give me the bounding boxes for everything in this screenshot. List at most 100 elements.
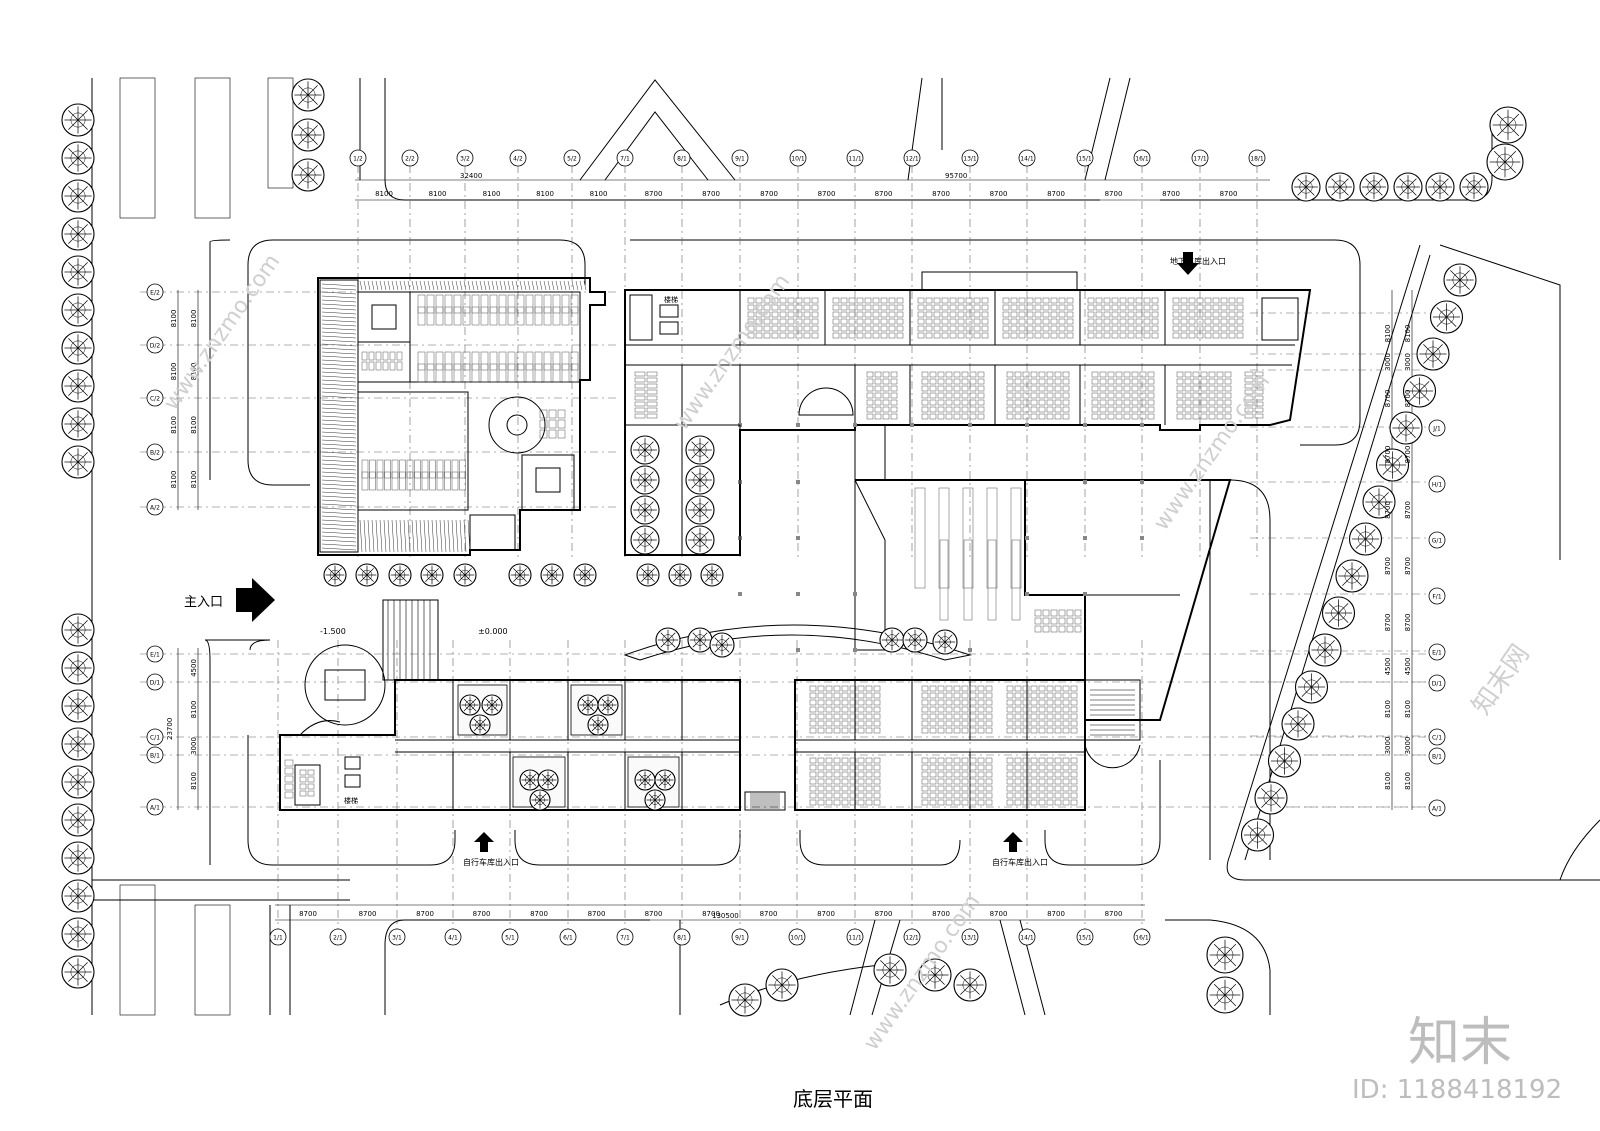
svg-text:13/1: 13/1: [963, 156, 977, 163]
axis-bubble-top: 5/2: [563, 149, 581, 167]
dim-right-span: 8700: [1404, 390, 1412, 408]
tree-icon: [61, 331, 95, 365]
axis-bubble-right: C/1: [1428, 728, 1446, 746]
svg-text:A/2: A/2: [150, 505, 160, 512]
axis-bubble-top: 10/1: [789, 149, 807, 167]
svg-text:10/1: 10/1: [790, 935, 804, 942]
svg-text:10/1: 10/1: [791, 156, 805, 163]
axis-bubble-bottom: 10/1: [788, 928, 806, 946]
tree-icon: [1321, 596, 1356, 630]
tree-icon: [323, 563, 347, 587]
tree-icon: [1308, 633, 1342, 667]
dim-bottom-total: 130500: [712, 912, 739, 920]
axis-bubble-left-upper: A/2: [146, 498, 164, 516]
courtyard-planters: [624, 424, 741, 556]
tree-icon: [291, 158, 325, 192]
tree-icon: [1459, 172, 1489, 202]
tree-icon: [1489, 106, 1527, 144]
svg-text:B/2: B/2: [150, 450, 160, 457]
dim-top-span: 8700: [645, 190, 663, 198]
svg-text:3/2: 3/2: [460, 156, 470, 163]
axis-bubble-top: 14/1: [1018, 149, 1036, 167]
tree-icon: [1348, 522, 1383, 556]
svg-text:1/1: 1/1: [273, 935, 283, 942]
svg-text:A/1: A/1: [150, 805, 160, 812]
axis-bubble-bottom: 12/1: [903, 928, 921, 946]
tree-icon: [61, 689, 95, 723]
axis-bubble-left-upper: C/2: [146, 389, 164, 407]
dim-bottom-span: 8700: [645, 910, 663, 918]
axis-bubble-right: B/1: [1428, 747, 1446, 765]
dim-left-upper-span: 8100: [170, 471, 178, 489]
axis-bubble-left-upper: B/2: [146, 443, 164, 461]
tree-icon: [1325, 172, 1355, 202]
main-entrance-label: 主入口: [184, 595, 223, 610]
dim-right-span: 8700: [1404, 614, 1412, 632]
tree-icon: [61, 369, 95, 403]
dim-left-upper-span: 8100: [190, 363, 198, 381]
axis-bubble-right: E/1: [1428, 643, 1446, 661]
axis-bubble-top: 7/1: [616, 149, 634, 167]
dim-bottom-span: 8700: [1105, 910, 1123, 918]
dim-top-span: 8700: [1220, 190, 1238, 198]
tree-icon: [1206, 976, 1244, 1014]
tree-icon: [1281, 707, 1315, 741]
classrooms-top: [634, 290, 1264, 425]
tree-icon: [587, 714, 609, 736]
dim-top-span: 8700: [760, 190, 778, 198]
svg-text:11/1: 11/1: [848, 156, 862, 163]
axis-bubble-bottom: 11/1: [846, 928, 864, 946]
elevation-low: -1.500: [320, 627, 346, 636]
dim-right-span: 8100: [1384, 325, 1392, 343]
tree-icon: [1294, 670, 1329, 704]
dim-top-span: 8700: [702, 190, 720, 198]
tree-icon: [1443, 263, 1477, 297]
svg-text:F/1: F/1: [1432, 594, 1441, 601]
annotations: 主入口 地下车库出入口 自行车库出入口 自行车库出入口 -1.500 ±0.00…: [184, 252, 1226, 1111]
classroom-desks-left: [361, 294, 579, 491]
axis-bubble-top: 1/2: [349, 149, 367, 167]
dim-right-span: 8700: [1384, 390, 1392, 408]
dim-bottom-span: 8700: [1047, 910, 1065, 918]
tree-icon: [519, 769, 541, 791]
tree-icon: [634, 769, 656, 791]
tree-icon: [685, 435, 715, 465]
dim-right-span: 4500: [1384, 658, 1392, 676]
tree-icon: [61, 651, 95, 685]
dim-top-span: 8100: [536, 190, 554, 198]
axis-bubble-top: 11/1: [846, 149, 864, 167]
svg-text:E/1: E/1: [150, 652, 160, 659]
axis-bubble-left-lower: B/1: [146, 746, 164, 764]
tree-icon: [1254, 781, 1288, 815]
tree-icon: [644, 789, 666, 811]
tree-icon: [709, 632, 735, 658]
dim-right-span: 8700: [1404, 501, 1412, 519]
tree-icon: [61, 879, 95, 913]
dim-bottom-span: 8700: [416, 910, 434, 918]
axis-bubble-left-upper: D/2: [146, 336, 164, 354]
tree-icon: [355, 563, 379, 587]
axis-bubble-bottom: 5/1: [501, 928, 519, 946]
svg-text:8/1: 8/1: [677, 935, 687, 942]
classrooms-bottom: [284, 600, 1135, 810]
bike-garage-left-label: 自行车库出入口: [463, 857, 519, 867]
dim-top-total-left: 32400: [460, 172, 482, 180]
axis-bubble-bottom: 4/1: [444, 928, 462, 946]
dim-top-span: 8700: [1162, 190, 1180, 198]
axis-bubble-right: J/1: [1428, 419, 1446, 437]
axis-bubble-top: 4/2: [509, 149, 527, 167]
dim-bottom-span: 8700: [760, 910, 778, 918]
axis-bubble-bottom: 7/1: [616, 928, 634, 946]
axis-bubble-left-lower: C/1: [146, 728, 164, 746]
watermark-brand: 知末: [1408, 1013, 1513, 1073]
elevation-zero: ±0.000: [478, 627, 508, 636]
tree-icon: [453, 563, 477, 587]
tree-icon: [540, 563, 564, 587]
axis-bubble-right: H/1: [1428, 475, 1446, 493]
watermark-id: ID: 1188418192: [1352, 1075, 1563, 1105]
tree-icon: [597, 694, 619, 716]
dim-bottom-span: 8700: [702, 910, 720, 918]
svg-text:14/1: 14/1: [1020, 156, 1034, 163]
axis-bubble-bottom: 13/1: [961, 928, 979, 946]
axis-bubble-left-lower: A/1: [146, 798, 164, 816]
